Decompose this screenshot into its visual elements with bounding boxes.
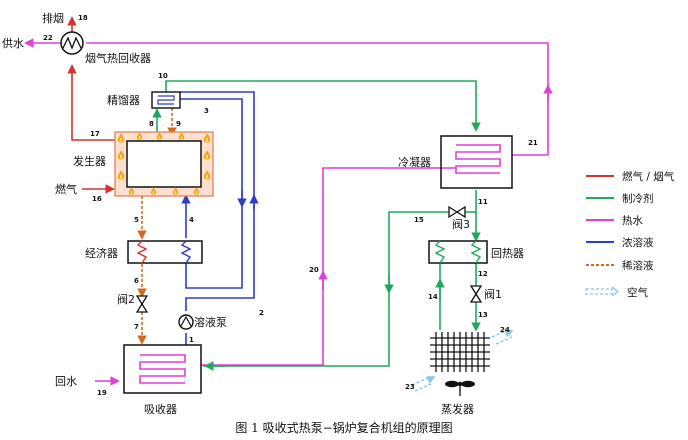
point-number: 10 bbox=[158, 72, 168, 80]
point-number: 19 bbox=[97, 389, 107, 397]
point-number: 2 bbox=[259, 309, 264, 317]
strong-solution-lines bbox=[180, 91, 259, 345]
point-number: 9 bbox=[176, 120, 181, 128]
point-number: 20 bbox=[309, 266, 319, 274]
point-number: 17 bbox=[90, 130, 100, 138]
legend-item-air: 空气 bbox=[585, 286, 648, 299]
absorber-label: 吸收器 bbox=[144, 402, 177, 416]
point-number: 12 bbox=[478, 270, 488, 278]
point-number: 6 bbox=[134, 277, 139, 285]
point-number: 23 bbox=[405, 383, 415, 391]
point-number: 16 bbox=[92, 195, 102, 203]
valve-2 bbox=[135, 295, 149, 313]
regenerator bbox=[428, 240, 488, 264]
point-number: 15 bbox=[414, 216, 424, 224]
valve1-label: 阀1 bbox=[484, 287, 502, 301]
valve-3 bbox=[448, 205, 466, 219]
figure-caption: 图 1 吸收式热泵−锅炉复合机组的原理图 bbox=[235, 420, 452, 435]
point-number: 4 bbox=[189, 216, 194, 224]
regenerator-label: 回热器 bbox=[491, 247, 524, 260]
return-water-label: 回水 bbox=[55, 375, 77, 388]
legend-label: 空气 bbox=[627, 286, 648, 299]
point-number: 3 bbox=[204, 107, 209, 115]
legend-item-weak-solution: 稀溶液 bbox=[586, 259, 654, 272]
legend-label: 浓溶液 bbox=[622, 236, 654, 249]
valve2-label: 阀2 bbox=[117, 292, 135, 306]
gas-lines bbox=[67, 16, 115, 194]
economizer-label: 经济器 bbox=[85, 246, 118, 260]
rectifier bbox=[151, 91, 181, 109]
air-arrows bbox=[411, 329, 514, 392]
absorber bbox=[123, 344, 202, 394]
legend: 燃气 / 烟气 制冷剂 热水 浓溶液 稀溶液 空气 bbox=[585, 170, 675, 299]
legend-label: 热水 bbox=[622, 214, 643, 227]
economizer bbox=[127, 240, 203, 264]
legend-label: 制冷剂 bbox=[622, 192, 654, 205]
point-number: 1 bbox=[189, 336, 194, 344]
solution-pump-label: 溶液泵 bbox=[194, 315, 227, 329]
generator bbox=[114, 131, 214, 197]
weak-solution-lines bbox=[137, 108, 177, 345]
generator-label: 发生器 bbox=[73, 154, 106, 168]
point-number: 22 bbox=[43, 34, 53, 42]
point-number: 7 bbox=[134, 323, 139, 331]
legend-item-strong-solution: 浓溶液 bbox=[586, 236, 654, 249]
point-number: 24 bbox=[500, 326, 510, 334]
flue-gas-heat-recovery bbox=[60, 31, 84, 55]
solution-pump bbox=[178, 314, 194, 330]
point-number: 21 bbox=[528, 139, 538, 147]
valve3-label: 阀3 bbox=[452, 217, 470, 231]
point-number: 5 bbox=[134, 216, 139, 224]
evaporator-label: 蒸发器 bbox=[441, 402, 474, 416]
point-number: 13 bbox=[478, 311, 488, 319]
legend-item-hot-water: 热水 bbox=[586, 214, 643, 227]
legend-item-refrigerant: 制冷剂 bbox=[586, 192, 654, 205]
evaporator bbox=[430, 330, 490, 396]
legend-label: 稀溶液 bbox=[622, 259, 654, 272]
legend-label: 燃气 / 烟气 bbox=[622, 170, 675, 183]
condenser-label: 冷凝器 bbox=[398, 155, 431, 169]
point-number: 8 bbox=[149, 120, 154, 128]
legend-item-gas: 燃气 / 烟气 bbox=[586, 170, 675, 183]
rectifier-label: 精馏器 bbox=[107, 93, 140, 107]
supply-water-label: 供水 bbox=[2, 36, 24, 50]
hot-water-lines bbox=[24, 38, 553, 386]
fan-icon bbox=[445, 380, 475, 396]
condenser bbox=[440, 135, 513, 189]
point-number: 14 bbox=[428, 293, 438, 301]
point-number: 18 bbox=[78, 14, 88, 22]
exhaust-label: 排烟 bbox=[42, 11, 64, 25]
point-number: 11 bbox=[478, 198, 488, 206]
fuel-gas-label: 燃气 bbox=[55, 182, 77, 196]
valve-1 bbox=[469, 285, 483, 303]
flue-gas-recovery-label: 烟气热回收器 bbox=[85, 51, 151, 65]
